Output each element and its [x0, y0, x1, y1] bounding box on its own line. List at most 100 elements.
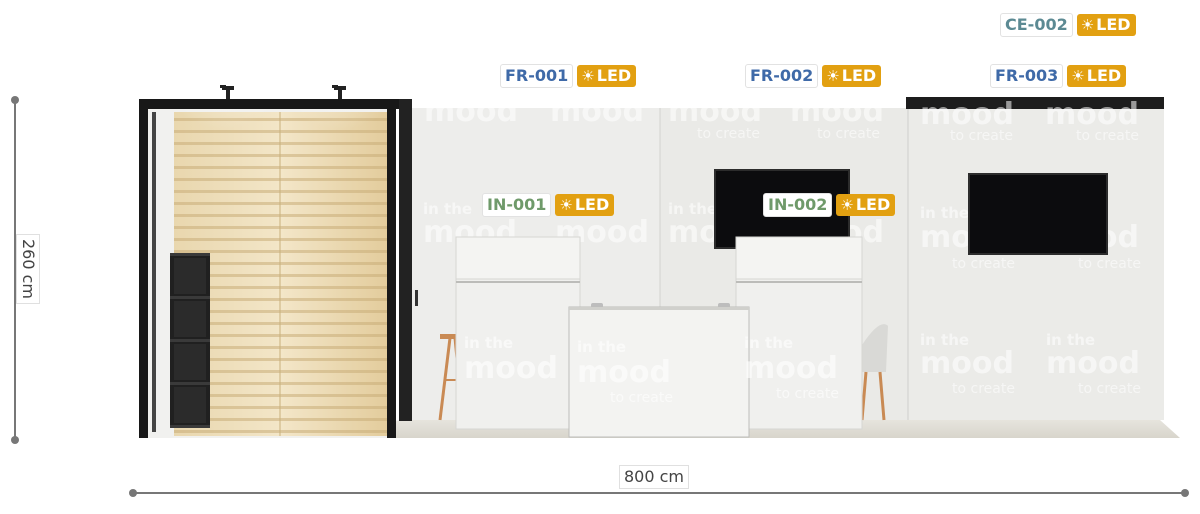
wood-slat	[174, 250, 388, 253]
wood-slat	[174, 214, 388, 217]
sun-icon: ☀	[559, 196, 573, 214]
wood-slat	[174, 298, 388, 301]
graphic-in-the: in the	[920, 331, 969, 349]
led-badge: ☀LED	[577, 65, 637, 87]
wall-panel-3	[908, 108, 1164, 420]
tag-code: IN-002	[763, 193, 833, 217]
wood-slat	[174, 286, 388, 289]
graphic-to-create: to create	[952, 381, 1015, 397]
led-badge: ☀LED	[1076, 14, 1136, 36]
wood-slat	[174, 406, 388, 409]
graphic-to-create: to create	[610, 390, 673, 406]
wood-slat	[174, 322, 388, 325]
led-label: LED	[574, 195, 610, 214]
tag-code: FR-001	[500, 64, 574, 88]
counter-1	[455, 236, 581, 430]
graphic-mood: mood	[1046, 346, 1140, 381]
led-badge: ☀LED	[836, 194, 896, 216]
led-label: LED	[841, 66, 877, 85]
wood-slat	[174, 190, 388, 193]
graphic-to-create: to create	[817, 126, 880, 142]
graphic-to-create: to create	[776, 386, 839, 402]
led-badge: ☀LED	[1067, 65, 1127, 87]
wood-slat	[174, 166, 388, 169]
graphic-mood: mood	[550, 94, 644, 129]
led-label: LED	[596, 66, 632, 85]
height-label: 260 cm	[16, 233, 41, 305]
cabin-post-left	[139, 99, 148, 438]
width-label: 800 cm	[619, 465, 690, 489]
width-dim-endpoint	[129, 489, 137, 497]
height-dim-endpoint	[11, 96, 19, 104]
wood-slat	[174, 202, 388, 205]
tag-in-002[interactable]: IN-002 ☀LED	[763, 193, 896, 217]
graphic-in-the: in the	[744, 334, 793, 352]
graphic-mood: mood	[790, 94, 884, 129]
wood-slat	[174, 394, 388, 397]
led-badge: ☀LED	[555, 194, 615, 216]
tag-ce-002[interactable]: CE-002 ☀LED	[1000, 13, 1136, 37]
graphic-to-create: to create	[1076, 128, 1139, 144]
sun-icon: ☀	[1080, 16, 1095, 34]
graphic-to-create: to create	[697, 126, 760, 142]
tag-code: FR-003	[990, 64, 1064, 88]
panel-header-bar	[906, 97, 1164, 109]
graphic-mood: mood	[577, 355, 671, 390]
sun-icon: ☀	[840, 196, 854, 214]
spotlight-right	[332, 85, 346, 99]
graphic-in-the: in the	[577, 338, 626, 356]
sun-icon: ☀	[581, 67, 595, 85]
wood-slat	[174, 346, 388, 349]
cabin-top-beam	[139, 99, 401, 109]
graphic-in-the: in the	[920, 204, 969, 222]
tag-code: FR-002	[745, 64, 819, 88]
graphic-mood: mood	[668, 94, 762, 129]
graphic-in-the: in the	[464, 334, 513, 352]
graphic-mood: mood	[464, 351, 558, 386]
tag-fr-002[interactable]: FR-002 ☀LED	[745, 64, 882, 88]
led-label: LED	[1096, 15, 1131, 34]
graphic-in-the: in the	[1046, 331, 1095, 349]
led-label: LED	[1086, 66, 1122, 85]
chair	[860, 324, 888, 421]
cabin-post-right	[399, 99, 412, 421]
height-dim-endpoint	[11, 436, 19, 444]
tag-fr-003[interactable]: FR-003 ☀LED	[990, 64, 1127, 88]
cabin-post-mid	[387, 99, 396, 438]
wood-slat	[174, 358, 388, 361]
wood-slat	[174, 418, 388, 421]
led-badge: ☀LED	[822, 65, 882, 87]
width-dim-endpoint	[1181, 489, 1189, 497]
wood-slat	[174, 274, 388, 277]
graphic-to-create: to create	[1078, 381, 1141, 397]
graphic-in-the: in the	[423, 200, 472, 218]
graphic-to-create: to create	[950, 128, 1013, 144]
sun-icon: ☀	[1071, 67, 1085, 85]
tag-in-001[interactable]: IN-001 ☀LED	[482, 193, 615, 217]
spotlight-left	[220, 85, 234, 99]
graphic-mood: mood	[744, 351, 838, 386]
graphic-to-create: to create	[1078, 256, 1141, 272]
tag-code: IN-001	[482, 193, 552, 217]
wood-slat	[174, 238, 388, 241]
graphic-mood: mood	[920, 97, 1014, 132]
graphic-mood: mood	[920, 346, 1014, 381]
tag-code: CE-002	[1000, 13, 1073, 37]
graphic-mood: mood	[424, 94, 518, 129]
sun-icon: ☀	[826, 67, 840, 85]
graphic-mood: mood	[1045, 97, 1139, 132]
wood-slat	[174, 370, 388, 373]
wood-slat	[174, 430, 388, 433]
counter-2	[735, 236, 863, 430]
wood-slat	[174, 262, 388, 265]
wood-slat	[174, 310, 388, 313]
wood-slat	[174, 382, 388, 385]
center-table	[568, 306, 750, 438]
wood-slat	[174, 334, 388, 337]
tag-fr-001[interactable]: FR-001 ☀LED	[500, 64, 637, 88]
cube-shelf	[170, 253, 210, 428]
wood-slat	[174, 226, 388, 229]
wood-slat	[174, 178, 388, 181]
